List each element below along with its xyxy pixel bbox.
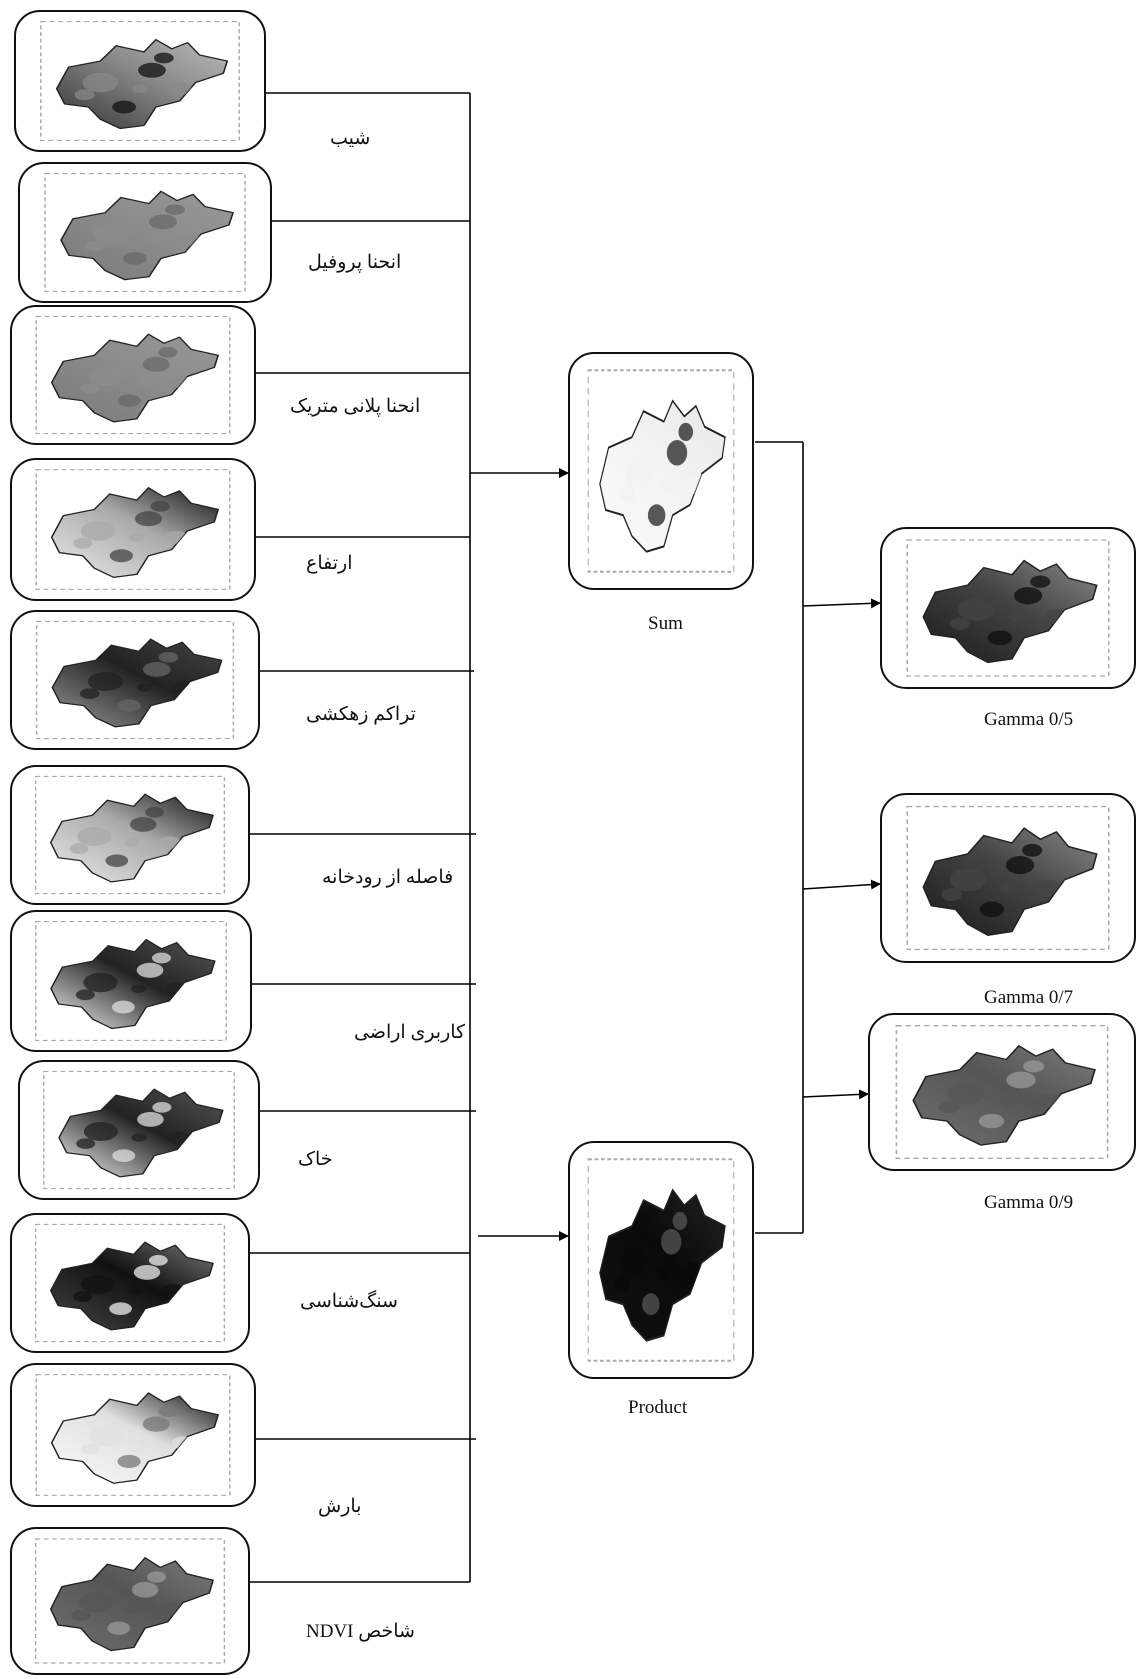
lithology-map-icon <box>34 1223 226 1343</box>
output-label-gamma-09: Gamma 0/9 <box>984 1192 1074 1213</box>
input-node-slope <box>14 10 266 152</box>
fuzzy-sum-map-icon <box>587 369 735 573</box>
input-label-planimetric-curvature: انحنا پلانی متریک <box>290 396 421 417</box>
output-node-gamma-05 <box>880 527 1136 689</box>
input-node-elevation <box>10 458 256 601</box>
input-label-lithology: سنگ‌شناسی <box>300 1291 398 1312</box>
river-distance-map-icon <box>34 775 226 895</box>
input-label-elevation: ارتفاع <box>306 553 353 574</box>
ndvi-map-icon <box>34 1538 226 1664</box>
input-node-river-distance <box>10 765 250 905</box>
input-label-land-use: کاربری اراضی <box>354 1022 466 1043</box>
input-label-river-distance: فاصله از رودخانه <box>322 867 454 888</box>
output-label-gamma-07: Gamma 0/7 <box>984 987 1074 1008</box>
input-label-slope: شیب <box>330 128 371 149</box>
soil-map-icon <box>43 1070 235 1190</box>
input-label-drainage-density: تراکم زهکشی <box>306 704 416 725</box>
slope-map-icon <box>40 21 240 141</box>
drainage-density-map-icon <box>35 620 235 740</box>
input-node-ndvi <box>10 1527 250 1675</box>
gamma-05-map-icon <box>906 539 1110 677</box>
planimetric-curvature-map-icon <box>35 315 231 435</box>
input-node-soil <box>18 1060 260 1200</box>
gamma-07-map-icon <box>906 805 1110 951</box>
input-node-lithology <box>10 1213 250 1353</box>
profile-curvature-map-icon <box>44 172 246 293</box>
operator-label-product: Product <box>628 1397 688 1418</box>
input-label-profile-curvature: انحنا پروفیل <box>308 252 402 273</box>
gamma-09-map-icon <box>895 1025 1109 1159</box>
elevation-map-icon <box>35 469 231 590</box>
input-node-drainage-density <box>10 610 260 750</box>
input-label-soil: خاک <box>298 1149 333 1170</box>
output-label-gamma-05: Gamma 0/5 <box>984 709 1074 730</box>
input-node-land-use <box>10 910 252 1052</box>
fuzzy-product-map-icon <box>587 1158 735 1362</box>
operator-node-product <box>568 1141 754 1379</box>
input-label-ndvi: شاخص NDVI <box>306 1621 415 1642</box>
output-node-gamma-07 <box>880 793 1136 963</box>
output-node-gamma-09 <box>868 1013 1136 1171</box>
operator-node-sum <box>568 352 754 590</box>
input-node-planimetric-curvature <box>10 305 256 445</box>
operator-label-sum: Sum <box>648 613 683 634</box>
input-label-precipitation: بارش <box>318 1496 362 1517</box>
input-node-precipitation <box>10 1363 256 1507</box>
precipitation-map-icon <box>35 1374 231 1496</box>
land-use-map-icon <box>35 921 227 1041</box>
input-node-profile-curvature <box>18 162 272 303</box>
